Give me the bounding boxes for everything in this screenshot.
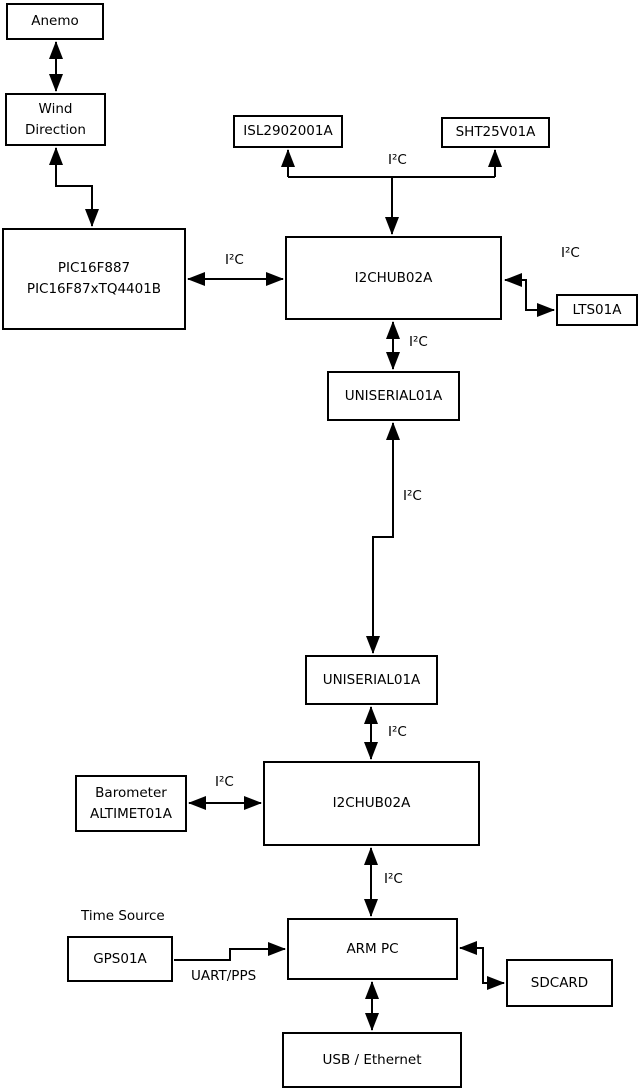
node-uniserial01a-bottom-label: UNISERIAL01A: [322, 671, 421, 688]
connector-winddirection-pic: [49, 147, 99, 227]
node-lts01a-label: LTS01A: [572, 301, 622, 318]
edge-label-time-source: Time Source: [81, 908, 165, 924]
node-barometer-label-line1: Barometer: [95, 784, 167, 801]
node-i2chub02a-top-label: I2CHUB02A: [354, 269, 433, 286]
edge-label-i2c-lts: I²C: [561, 245, 580, 261]
edge-label-i2c-sensor-bus: I²C: [388, 152, 407, 168]
connector-gps-armpc: [174, 942, 286, 961]
node-sdcard: SDCARD: [506, 959, 613, 1007]
node-sht25v01a: SHT25V01A: [441, 117, 550, 148]
node-gps01a: GPS01A: [67, 936, 173, 982]
node-i2chub02a-top: I2CHUB02A: [285, 236, 502, 320]
node-uniserial01a-bottom: UNISERIAL01A: [305, 655, 438, 705]
node-isl2902001a-label: ISL2902001A: [243, 123, 333, 140]
edge-label-i2c-pic-hub: I²C: [225, 252, 244, 268]
node-lts01a: LTS01A: [556, 294, 638, 326]
node-anemo: Anemo: [6, 3, 104, 40]
node-sht25v01a-label: SHT25V01A: [455, 124, 536, 141]
node-sdcard-label: SDCARD: [530, 974, 589, 991]
node-gps01a-label: GPS01A: [93, 950, 147, 967]
edge-label-i2c-uniserial-hub: I²C: [388, 724, 407, 740]
node-barometer-label-line2: ALTIMET01A: [90, 805, 172, 822]
node-i2chub02a-bottom-label: I2CHUB02A: [332, 795, 411, 812]
connector-armpc-sdcard: [459, 941, 505, 990]
node-arm-pc: ARM PC: [287, 918, 458, 980]
node-pic16f887: PIC16F887 PIC16F87xTQ4401B: [2, 228, 186, 330]
connector-uniserial-uniserial: [366, 422, 400, 654]
edge-label-i2c-barometer: I²C: [215, 774, 234, 790]
node-usb-ethernet-label: USB / Ethernet: [322, 1051, 422, 1068]
edge-label-i2c-hub-uniserial: I²C: [409, 334, 428, 350]
edge-label-i2c-long-link: I²C: [403, 488, 422, 504]
node-wind-direction-label-line1: Wind: [38, 100, 73, 117]
node-uniserial01a-top-label: UNISERIAL01A: [344, 387, 443, 404]
node-wind-direction-label-line2: Direction: [25, 121, 86, 138]
node-arm-pc-label: ARM PC: [346, 940, 399, 957]
connector-i2chub-lts: [504, 273, 555, 317]
node-pic16f887-label-line1: PIC16F887: [57, 260, 131, 277]
edge-label-i2c-hub-armpc: I²C: [384, 871, 403, 887]
node-anemo-label: Anemo: [31, 13, 79, 30]
node-usb-ethernet: USB / Ethernet: [282, 1032, 462, 1088]
node-i2chub02a-bottom: I2CHUB02A: [263, 761, 480, 846]
node-pic16f887-label-line2: PIC16F87xTQ4401B: [26, 281, 162, 297]
node-wind-direction: Wind Direction: [5, 93, 106, 146]
node-barometer-altimet01a: Barometer ALTIMET01A: [75, 775, 187, 832]
node-uniserial01a-top: UNISERIAL01A: [327, 371, 460, 421]
node-isl2902001a: ISL2902001A: [233, 115, 343, 148]
edge-label-uart-pps: UART/PPS: [191, 968, 257, 984]
